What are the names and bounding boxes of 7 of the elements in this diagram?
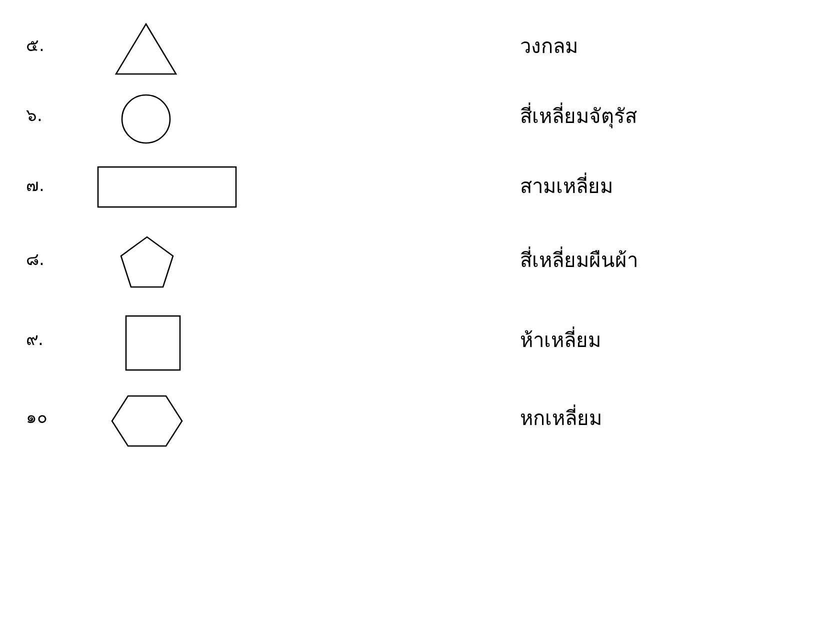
item-number: ๘. — [26, 252, 44, 269]
shape-name: วงกลม — [520, 36, 578, 56]
item-number: ๑๐ — [26, 410, 47, 427]
item-number: ๖. — [26, 108, 42, 125]
item-number: ๗. — [26, 178, 44, 195]
item-number: ๕. — [26, 38, 44, 55]
item-number: ๙. — [26, 332, 44, 349]
